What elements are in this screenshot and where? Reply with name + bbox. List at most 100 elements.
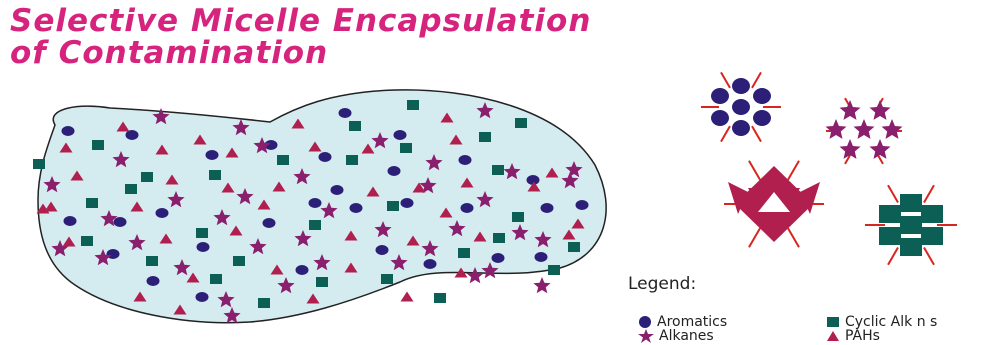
cyclic-alkane-particle — [146, 256, 158, 266]
micelle-tail — [749, 161, 760, 180]
aromatic-member — [732, 120, 750, 136]
square-icon — [826, 315, 840, 329]
aromatic-member — [732, 99, 750, 115]
aromatic-particle — [350, 203, 363, 213]
micelle-tail — [888, 185, 898, 202]
aromatic-member — [711, 88, 729, 104]
cyclic-alkane-member — [921, 205, 943, 223]
cyclic-alkane-particle — [196, 228, 208, 238]
micelle-tail — [924, 248, 934, 265]
cyclic-alkane-particle — [33, 159, 45, 169]
aromatic-particle — [114, 217, 127, 227]
cyclic-alkane-particle — [125, 184, 137, 194]
legend-item-alkanes: Alkanes — [638, 328, 714, 344]
cyclic-alkane-particle — [458, 248, 470, 258]
micelle-tail — [752, 72, 761, 88]
alkane-member — [840, 100, 861, 120]
alkane-member — [870, 100, 891, 120]
legend-label-alkanes: Alkanes — [659, 328, 714, 344]
aromatic-particle — [263, 218, 276, 228]
cyclic-alkane-particle — [407, 100, 419, 110]
micelle-tail — [888, 248, 898, 265]
micelle-tail — [788, 161, 799, 180]
aromatic-particle — [394, 130, 407, 140]
aromatic-particle — [576, 200, 589, 210]
cyclic-alkane-member — [879, 205, 901, 223]
cyclic-alkane-particle — [81, 236, 93, 246]
cyclic-alkane-particle — [387, 201, 399, 211]
pah-micelle — [724, 161, 824, 248]
aromatic-particle — [401, 198, 414, 208]
cyclic-alkane-particle — [515, 118, 527, 128]
cyclic-alkane-particle — [512, 212, 524, 222]
legend-item-pahs: PAHs — [826, 328, 880, 344]
alkane-micelle — [826, 98, 903, 164]
cyclic-alkane-particle — [493, 233, 505, 243]
aromatic-particle — [197, 242, 210, 252]
cyclic-alkane-particle — [277, 155, 289, 165]
cyclic-alkane-particle — [349, 121, 361, 131]
micelle-tail — [752, 126, 761, 142]
aromatic-particle — [62, 126, 75, 136]
micelle-tail — [721, 126, 730, 142]
cyclic-alkane-particle — [258, 298, 270, 308]
cyclic-alkane-particle — [309, 220, 321, 230]
cyclic-alkane-micelle — [865, 185, 957, 265]
cyclic-alkane-member — [879, 227, 901, 245]
alkane-member — [826, 119, 847, 139]
aromatic-particle — [156, 208, 169, 218]
pah-particle — [401, 292, 414, 302]
aromatic-particle — [535, 252, 548, 262]
aromatic-particle — [388, 166, 401, 176]
aromatic-particle — [296, 265, 309, 275]
alkane-member — [854, 119, 875, 139]
circle-icon — [638, 315, 652, 329]
legend-label-pahs: PAHs — [845, 328, 880, 344]
cyclic-alkane-particle — [434, 293, 446, 303]
cyclic-alkane-particle — [209, 170, 221, 180]
cyclic-alkane-particle — [316, 277, 328, 287]
aromatic-member — [711, 110, 729, 126]
micelle-tail — [788, 228, 799, 247]
aromatic-particle — [424, 259, 437, 269]
micelle-tail — [924, 185, 934, 202]
alkane-member — [882, 119, 903, 139]
aromatic-member — [732, 78, 750, 94]
alkane-particle — [533, 277, 550, 293]
cyclic-alkane-member — [921, 227, 943, 245]
cyclic-alkane-particle — [400, 143, 412, 153]
aromatic-particle — [331, 185, 344, 195]
aromatic-particle — [319, 152, 332, 162]
aromatic-particle — [309, 198, 322, 208]
aromatic-member — [753, 110, 771, 126]
legend-title: Legend: — [628, 274, 696, 294]
micelle-tail — [749, 228, 760, 247]
triangle-icon — [826, 329, 840, 343]
cyclic-alkane-particle — [548, 265, 560, 275]
cyclic-alkane-particle — [86, 198, 98, 208]
cyclic-alkane-particle — [346, 155, 358, 165]
cyclic-alkane-particle — [381, 274, 393, 284]
cyclic-alkane-particle — [568, 242, 580, 252]
aromatic-particle — [196, 292, 209, 302]
cyclic-alkane-particle — [479, 132, 491, 142]
cyclic-alkane-member — [900, 238, 922, 256]
cyclic-alkane-particle — [233, 256, 245, 266]
aromatic-particle — [461, 203, 474, 213]
aromatic-particle — [459, 155, 472, 165]
cyclic-alkane-particle — [492, 165, 504, 175]
cyclic-alkane-particle — [210, 274, 222, 284]
aromatic-particle — [64, 216, 77, 226]
aromatic-member — [753, 88, 771, 104]
cyclic-alkane-particle — [141, 172, 153, 182]
cyclic-alkane-member — [900, 216, 922, 234]
aromatic-particle — [376, 245, 389, 255]
cyclic-alkane-member — [900, 194, 922, 212]
aromatic-particle — [492, 253, 505, 263]
aromatic-particle — [541, 203, 554, 213]
aromatic-particle — [147, 276, 160, 286]
aromatic-micelle — [701, 72, 781, 141]
star-icon — [638, 329, 654, 343]
cyclic-alkane-particle — [92, 140, 104, 150]
